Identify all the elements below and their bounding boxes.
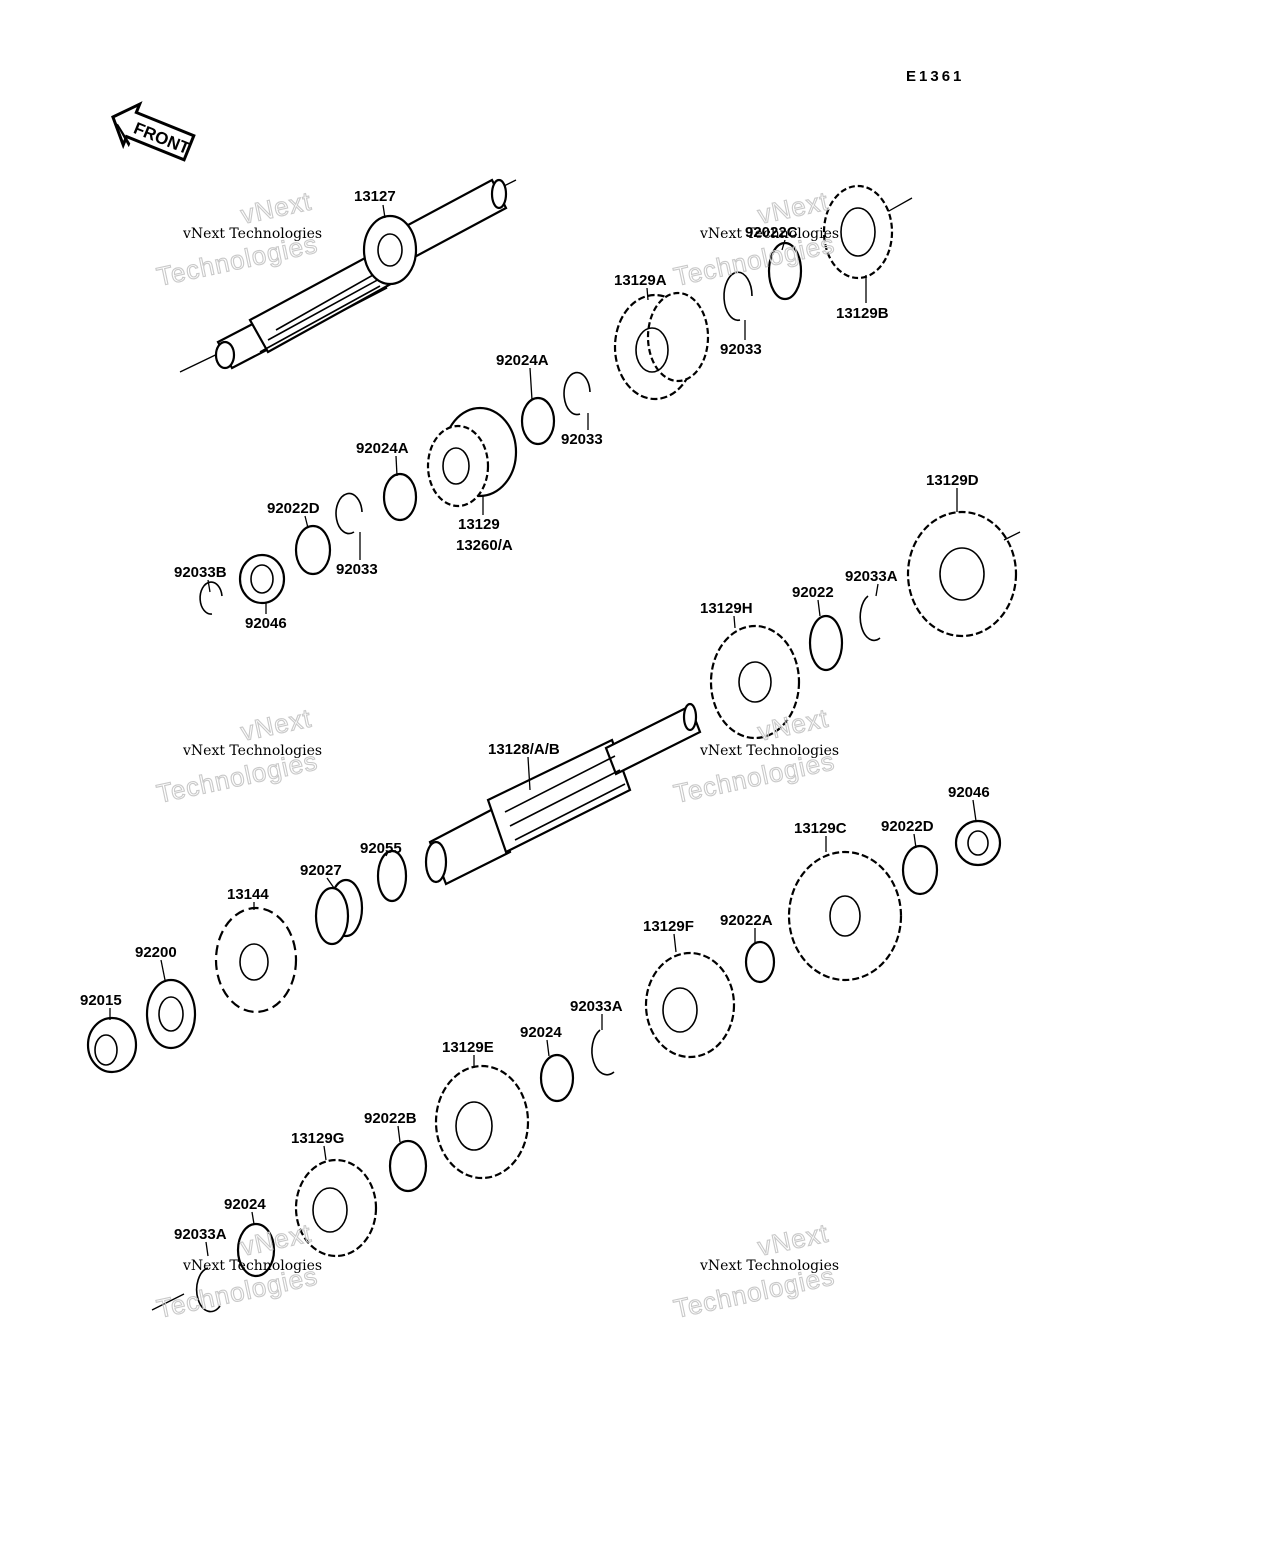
leader-lines <box>109 204 977 1257</box>
label-13129h: 13129H <box>700 600 753 617</box>
svg-text:vNext: vNext <box>238 186 314 230</box>
washer-92022c <box>767 241 803 301</box>
label-92033-c: 92033 <box>336 561 378 578</box>
label-92022d-b: 92022D <box>881 818 934 835</box>
svg-text:vNext Technologies: vNext Technologies <box>182 226 322 242</box>
label-92027: 92027 <box>300 862 342 879</box>
gear-13129d <box>906 510 1018 638</box>
washer-92055 <box>376 849 408 903</box>
lock-washer-92200 <box>145 978 197 1050</box>
circlip-92033-a <box>723 271 753 322</box>
gear-13129g <box>294 1158 378 1258</box>
label-92033a-c: 92033A <box>174 1226 227 1243</box>
circlip-92033-b <box>563 371 591 416</box>
gear-13129c <box>787 850 903 982</box>
svg-text:vNext Technologies: vNext Technologies <box>182 1258 322 1274</box>
circlip-92033a-c <box>195 1267 221 1313</box>
label-92022b: 92022B <box>364 1110 417 1127</box>
washer-92022b <box>388 1139 428 1193</box>
label-92024a-b: 92024A <box>356 440 409 457</box>
label-92046-a: 92046 <box>245 615 287 632</box>
sprocket-13144 <box>214 906 298 1014</box>
label-92024-a: 92024 <box>520 1024 562 1041</box>
label-13129: 13129 <box>458 516 500 533</box>
part-labels: 13127 13129A 92022C 13129B 92033 92024A … <box>80 188 990 1243</box>
circlip-92033-c <box>335 492 363 535</box>
label-92033-a: 92033 <box>720 341 762 358</box>
circlip-92033b <box>199 581 223 615</box>
diagram-code: E1361 <box>906 68 964 85</box>
label-92046-b: 92046 <box>948 784 990 801</box>
washer-92024-b <box>236 1222 276 1278</box>
washer-92022d-a <box>294 524 332 576</box>
label-92015: 92015 <box>80 992 122 1009</box>
label-92024-b: 92024 <box>224 1196 266 1213</box>
gear-13129 <box>426 406 518 508</box>
label-92022a: 92022A <box>720 912 773 929</box>
gear-13129b <box>822 184 894 280</box>
label-13129b: 13129B <box>836 305 889 322</box>
watermark-6: vNext Technologies vNext Technologies <box>670 1217 839 1324</box>
svg-text:vNext: vNext <box>755 1218 831 1262</box>
label-13127: 13127 <box>354 188 396 205</box>
gear-13129e <box>434 1064 530 1180</box>
nut-92015 <box>86 1016 138 1074</box>
washer-92024a-a <box>520 396 556 446</box>
gear-13129h <box>709 624 801 740</box>
watermark-3: vNext Technologies vNext Technologies <box>153 702 322 809</box>
label-92033a-b: 92033A <box>570 998 623 1015</box>
needle-bearing-92046-b <box>954 819 1002 867</box>
label-13129e: 13129E <box>442 1039 494 1056</box>
washer-92024-a <box>539 1053 575 1103</box>
label-13129d: 13129D <box>926 472 979 489</box>
svg-text:vNext Technologies: vNext Technologies <box>699 1258 839 1274</box>
svg-text:vNext Technologies: vNext Technologies <box>699 743 839 759</box>
label-13129a: 13129A <box>614 272 667 289</box>
label-92033b: 92033B <box>174 564 227 581</box>
countershaft-13128ab <box>424 702 702 886</box>
svg-text:vNext Technologies: vNext Technologies <box>182 743 322 759</box>
label-92055: 92055 <box>360 840 402 857</box>
label-92022c: 92022C <box>745 224 798 241</box>
gear-13129f <box>644 951 736 1059</box>
collar-92027 <box>314 878 364 946</box>
washer-92022a <box>744 940 776 984</box>
front-arrow-icon: FRONT <box>111 101 196 162</box>
label-92022d-a: 92022D <box>267 500 320 517</box>
label-13260a: 13260/A <box>456 537 513 554</box>
label-92022: 92022 <box>792 584 834 601</box>
label-13128ab: 13128/A/B <box>488 741 560 758</box>
washer-92024a-b <box>382 472 418 522</box>
circlip-92033a-b <box>591 1029 615 1076</box>
label-13144: 13144 <box>227 886 269 903</box>
label-92033a-a: 92033A <box>845 568 898 585</box>
circlip-92033a-a <box>859 595 881 642</box>
label-13129f: 13129F <box>643 918 694 935</box>
washer-92022d-b <box>901 844 939 896</box>
gear-13127-integral <box>362 214 418 286</box>
svg-text:vNext: vNext <box>238 1218 314 1262</box>
label-92200: 92200 <box>135 944 177 961</box>
watermark-2: vNext Technologies vNext Technologies <box>670 185 839 292</box>
label-13129g: 13129G <box>291 1130 344 1147</box>
watermark-1: vNext Technologies vNext Technologies <box>153 185 322 292</box>
label-92024a-a: 92024A <box>496 352 549 369</box>
svg-text:vNext Technologies: vNext Technologies <box>699 226 839 242</box>
svg-text:vNext: vNext <box>238 703 314 747</box>
label-13129c: 13129C <box>794 820 847 837</box>
label-92033-b: 92033 <box>561 431 603 448</box>
needle-bearing-92046-a <box>238 553 286 605</box>
gear-13129a <box>613 291 710 401</box>
washer-92022 <box>808 614 844 672</box>
